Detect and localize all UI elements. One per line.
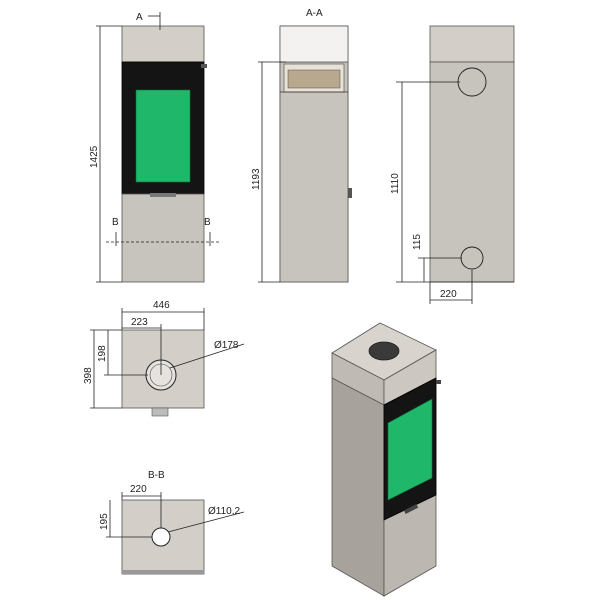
side-view-top <box>429 25 515 63</box>
front-view-glass <box>135 89 191 183</box>
bottom-inlet-x-label: 220 <box>130 484 147 495</box>
bottom-inlet-diameter-leader <box>167 511 245 533</box>
section-a-marker: A <box>136 12 143 23</box>
iso-flue-opening <box>368 341 400 361</box>
top-view-handle <box>151 407 169 417</box>
top-depth-label: 398 <box>83 367 94 384</box>
iso-left-face <box>331 377 385 597</box>
front-view-knob <box>201 64 207 68</box>
front-height-label: 1425 <box>89 145 100 168</box>
top-flue-y-label: 198 <box>97 345 108 362</box>
top-width-label: 446 <box>153 300 170 311</box>
section-aa-top <box>279 25 349 63</box>
section-bb-base-strip <box>122 570 204 574</box>
top-flue-diameter-label: Ø178 <box>214 340 239 351</box>
isometric-view <box>331 322 441 597</box>
section-height-label: 1193 <box>251 168 262 190</box>
front-view-handle <box>150 193 176 197</box>
section-aa-title: A-A <box>306 8 323 19</box>
front-view: A 1425 B B <box>89 12 220 283</box>
top-flue-diameter-leader <box>169 343 245 369</box>
section-b-left-label: B <box>112 217 119 228</box>
side-view: 1110 115 220 <box>390 25 515 304</box>
top-flue-x-label: 223 <box>131 317 148 328</box>
front-view-base <box>121 193 205 283</box>
iso-knob <box>436 380 441 384</box>
top-view: 446 223 398 198 Ø178 <box>83 300 245 417</box>
front-view-top-section <box>121 25 205 63</box>
section-aa-view: A-A 1193 <box>251 8 352 283</box>
section-bb-view: B-B 220 195 Ø110,2 <box>99 470 245 575</box>
bottom-inlet-diameter-label: Ø110,2 <box>208 506 240 517</box>
side-inlet-height-label: 115 <box>412 234 423 250</box>
section-aa-body <box>279 61 349 283</box>
bottom-inlet-y-label: 195 <box>99 513 110 530</box>
side-flue-height-label: 1110 <box>390 173 401 194</box>
bottom-air-inlet <box>151 527 171 547</box>
section-aa-handle <box>348 188 352 198</box>
iso-glass <box>387 398 433 501</box>
side-inlet-offset-label: 220 <box>440 289 457 300</box>
section-aa-logs <box>287 69 341 89</box>
section-b-right-label: B <box>204 217 211 228</box>
iso-handle <box>403 504 419 514</box>
section-bb-title: B-B <box>148 470 165 481</box>
side-view-body <box>429 61 515 283</box>
